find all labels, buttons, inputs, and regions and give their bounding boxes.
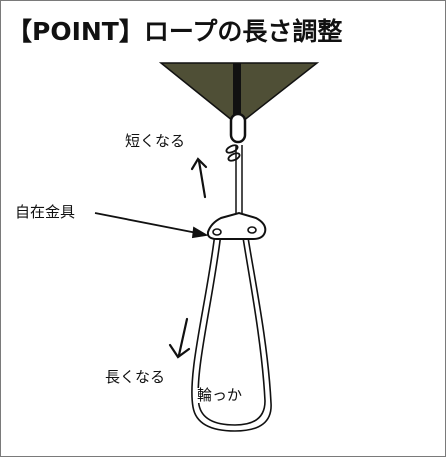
arrow-up-icon [190, 157, 208, 199]
rope-loop-outer [191, 230, 272, 432]
label-fitting: 自在金具 [15, 203, 76, 221]
arrow-down-icon [168, 317, 191, 359]
carabiner [229, 112, 247, 144]
fitting-hole-left [212, 228, 222, 236]
tarp-rope [233, 63, 241, 117]
rope-segment-upper [235, 145, 243, 213]
knot [225, 144, 241, 162]
fitting-pointer-arrow [94, 212, 209, 239]
label-shorter: 短くなる [125, 132, 186, 150]
fitting-hole-right [247, 226, 257, 234]
rope-loop-inner [197, 230, 266, 426]
label-longer: 長くなる [105, 368, 166, 386]
diagram-title: 【POINT】ロープの長さ調整 [7, 17, 343, 46]
label-loop: 輪っか [196, 386, 244, 404]
